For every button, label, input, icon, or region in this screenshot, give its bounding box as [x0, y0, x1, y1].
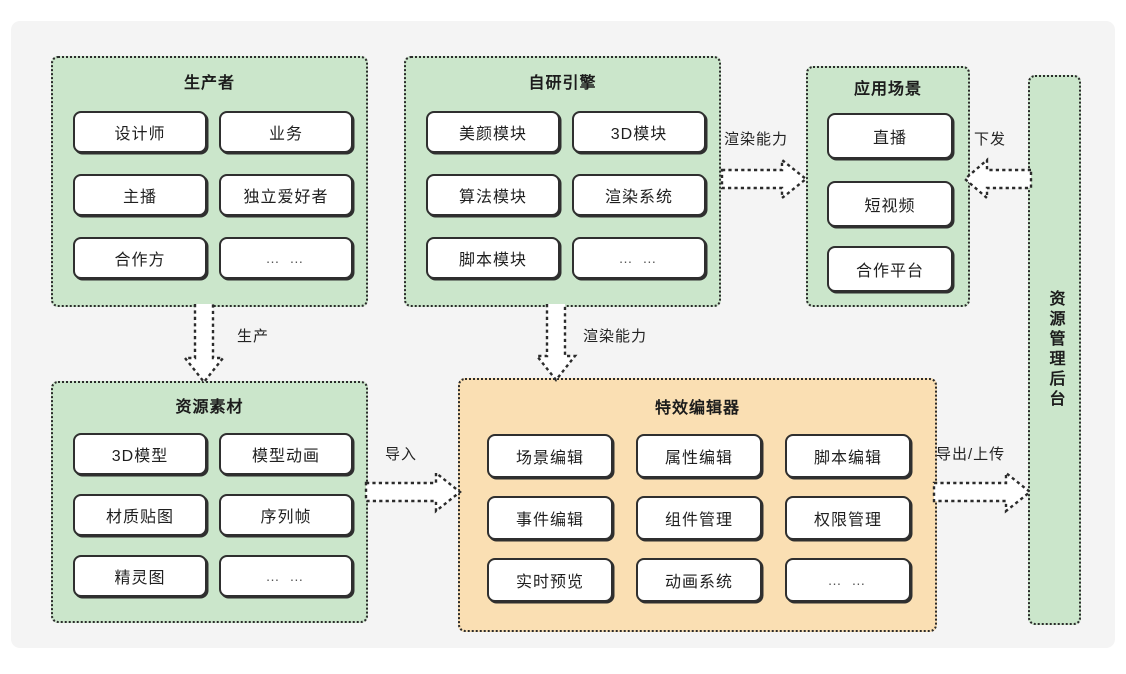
node-producer-more[interactable]: … … [219, 237, 353, 279]
group-editor: 特效编辑器 场景编辑 属性编辑 脚本编辑 事件编辑 组件管理 权限管理 实时预览… [458, 378, 937, 632]
edge-label-export-upload: 导出/上传 [936, 446, 1006, 463]
node-partner[interactable]: 合作方 [73, 237, 207, 279]
node-script-module[interactable]: 脚本模块 [426, 237, 560, 279]
node-script-edit[interactable]: 脚本编辑 [785, 434, 911, 478]
edge-label-render-capability-2: 渲染能力 [583, 328, 648, 345]
node-resources-more[interactable]: … … [219, 555, 353, 597]
arrow-engine-to-scenarios [720, 157, 808, 201]
arrow-editor-to-backend [932, 470, 1032, 514]
node-animation-system[interactable]: 动画系统 [636, 558, 762, 602]
node-realtime-preview[interactable]: 实时预览 [487, 558, 613, 602]
node-beauty-module[interactable]: 美颜模块 [426, 111, 560, 153]
arrow-engine-to-editor [534, 304, 578, 382]
node-model-animation[interactable]: 模型动画 [219, 433, 353, 475]
node-short-video[interactable]: 短视频 [827, 181, 953, 227]
node-permission-manage[interactable]: 权限管理 [785, 496, 911, 540]
node-designer[interactable]: 设计师 [73, 111, 207, 153]
edge-label-distribute: 下发 [974, 131, 1007, 148]
node-scene-edit[interactable]: 场景编辑 [487, 434, 613, 478]
edge-label-render-capability-1: 渲染能力 [724, 131, 789, 148]
node-anchor[interactable]: 主播 [73, 174, 207, 216]
arrow-producer-to-resources [182, 304, 226, 384]
group-engine-title: 自研引擎 [528, 75, 597, 92]
node-engine-more[interactable]: … … [572, 237, 706, 279]
node-sequence-frame[interactable]: 序列帧 [219, 494, 353, 536]
node-sprite-sheet[interactable]: 精灵图 [73, 555, 207, 597]
group-producer-title: 生产者 [183, 75, 235, 92]
group-backend-title: 资源管理后台 [1046, 290, 1064, 410]
arrow-resources-to-editor [364, 470, 462, 514]
node-3d-module[interactable]: 3D模块 [572, 111, 706, 153]
node-partner-platform[interactable]: 合作平台 [827, 246, 953, 292]
node-component-manage[interactable]: 组件管理 [636, 496, 762, 540]
arrow-backend-to-scenarios [963, 157, 1033, 201]
group-scenarios: 应用场景 直播 短视频 合作平台 [806, 66, 970, 307]
group-resources-title: 资源素材 [175, 399, 244, 416]
node-texture-map[interactable]: 材质贴图 [73, 494, 207, 536]
edge-label-import: 导入 [385, 446, 418, 463]
node-render-system[interactable]: 渲染系统 [572, 174, 706, 216]
node-business[interactable]: 业务 [219, 111, 353, 153]
node-algorithm-module[interactable]: 算法模块 [426, 174, 560, 216]
group-producer: 生产者 设计师 业务 主播 独立爱好者 合作方 … … [51, 56, 368, 307]
node-editor-more[interactable]: … … [785, 558, 911, 602]
group-scenarios-title: 应用场景 [853, 81, 922, 98]
node-independent-hobbyist[interactable]: 独立爱好者 [219, 174, 353, 216]
group-backend: 资源管理后台 [1028, 75, 1081, 625]
edge-label-produce: 生产 [237, 328, 270, 345]
node-property-edit[interactable]: 属性编辑 [636, 434, 762, 478]
node-live-streaming[interactable]: 直播 [827, 113, 953, 159]
node-3d-model[interactable]: 3D模型 [73, 433, 207, 475]
group-engine: 自研引擎 美颜模块 3D模块 算法模块 渲染系统 脚本模块 … … [404, 56, 721, 307]
group-resources: 资源素材 3D模型 模型动画 材质贴图 序列帧 精灵图 … … [51, 381, 368, 623]
node-event-edit[interactable]: 事件编辑 [487, 496, 613, 540]
group-editor-title: 特效编辑器 [654, 400, 740, 417]
